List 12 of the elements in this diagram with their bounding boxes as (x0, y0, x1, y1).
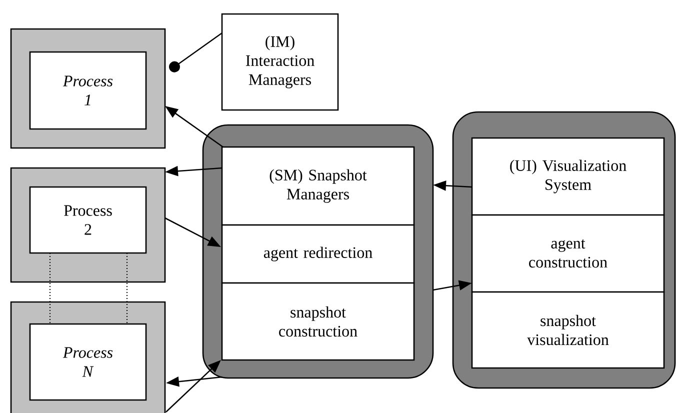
component-box: (UI) Visualization System (471, 137, 665, 216)
process-box: Process N (29, 323, 147, 401)
connector-line (168, 32, 222, 72)
dotted-line (126, 252, 128, 324)
manager-box: (IM) Interaction Managers (221, 13, 339, 111)
component-box: (SM) Snapshot Managers (221, 146, 415, 226)
component-box: agent redirection (221, 224, 415, 284)
component-box: agent construction (471, 214, 665, 293)
process-box: Process 2 (29, 186, 147, 254)
component-box: snapshot visualization (471, 291, 665, 369)
process-box: Process 1 (29, 51, 147, 130)
component-box: snapshot construction (221, 282, 415, 361)
